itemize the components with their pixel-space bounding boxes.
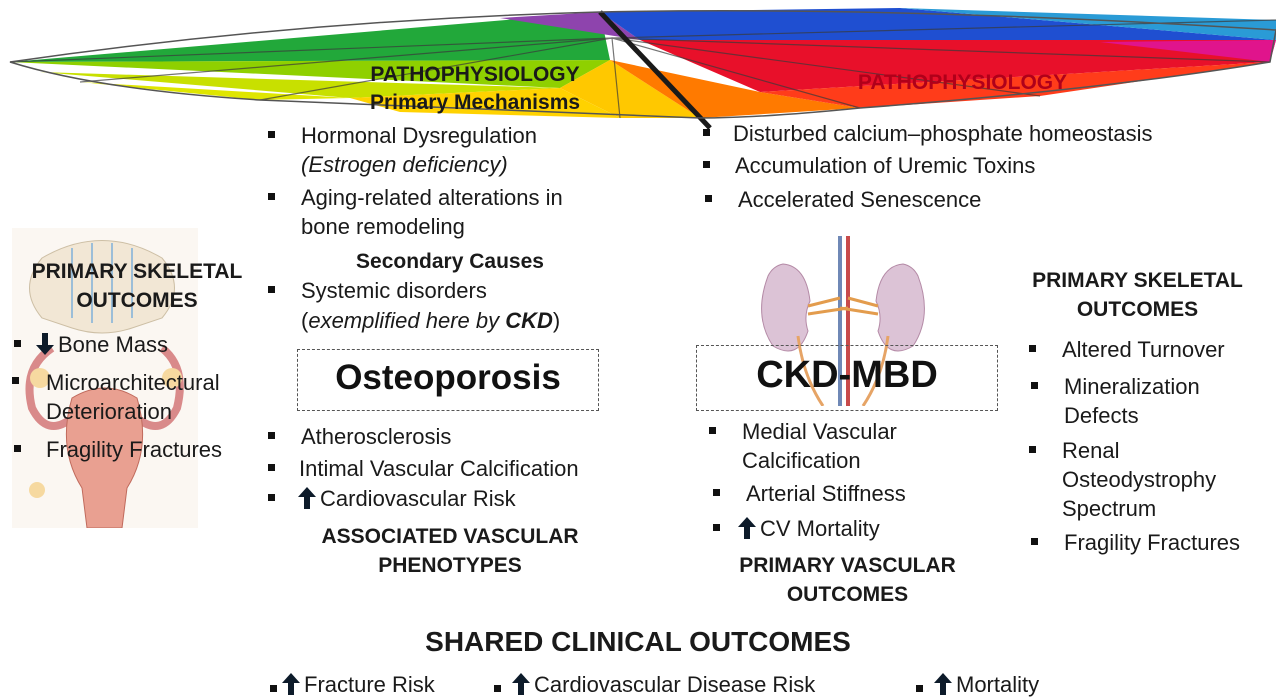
outcome-defects: Defects bbox=[1064, 401, 1139, 430]
secondary-systemic-sub: (exemplified here by CKD) bbox=[301, 306, 560, 335]
mechanism-hormonal: Hormonal Dysregulation bbox=[301, 121, 537, 150]
mechanism-calcium-phosphate: Disturbed calcium–phosphate homeostasis bbox=[733, 119, 1152, 148]
shared-outcomes-title: SHARED CLINICAL OUTCOMES bbox=[350, 626, 926, 658]
secondary-causes-header: Secondary Causes bbox=[300, 249, 600, 274]
right-skeletal-header-2: OUTCOMES bbox=[1010, 297, 1265, 322]
vascular-arterial-stiffness: Arterial Stiffness bbox=[746, 479, 906, 508]
outcome-altered-turnover: Altered Turnover bbox=[1062, 335, 1225, 364]
bullet bbox=[12, 377, 19, 384]
shared-fracture-risk: Fracture Risk bbox=[282, 670, 435, 699]
right-skeletal-header-1: PRIMARY SKELETAL bbox=[1010, 268, 1265, 293]
vascular-cv-mortality: CV Mortality bbox=[738, 514, 880, 543]
arrow-up-icon bbox=[934, 673, 952, 695]
bullet bbox=[14, 445, 21, 452]
vascular-intimal: Intimal Vascular Calcification bbox=[299, 454, 579, 483]
arrow-up-icon bbox=[738, 517, 756, 539]
bullet bbox=[703, 129, 710, 136]
mechanism-senescence: Accelerated Senescence bbox=[738, 185, 981, 214]
outcome-microarchitectural: Microarchitectural bbox=[46, 368, 220, 397]
umbrella-canopy bbox=[0, 0, 1276, 135]
right-vascular-header-2: OUTCOMES bbox=[700, 582, 995, 607]
outcome-fragility-left: Fragility Fractures bbox=[46, 435, 222, 464]
bullet bbox=[713, 489, 720, 496]
mechanism-aging: Aging-related alterations in bbox=[301, 183, 563, 212]
bullet bbox=[494, 685, 501, 692]
bullet bbox=[268, 131, 275, 138]
outcome-fragility-right: Fragility Fractures bbox=[1064, 528, 1240, 557]
mechanism-uremic-toxins: Accumulation of Uremic Toxins bbox=[735, 151, 1035, 180]
shared-cvd-risk: Cardiovascular Disease Risk bbox=[512, 670, 815, 699]
bullet bbox=[14, 340, 21, 347]
bullet bbox=[270, 685, 277, 692]
vascular-cv-risk: Cardiovascular Risk bbox=[298, 484, 516, 513]
vascular-atherosclerosis: Atherosclerosis bbox=[301, 422, 451, 451]
vascular-calcification: Calcification bbox=[742, 446, 861, 475]
arrow-up-icon bbox=[282, 673, 300, 695]
left-vascular-header-1: ASSOCIATED VASCULAR bbox=[285, 524, 615, 549]
right-vascular-header-1: PRIMARY VASCULAR bbox=[700, 553, 995, 578]
mechanism-hormonal-sub: (Estrogen deficiency) bbox=[301, 150, 508, 179]
arrow-down-icon bbox=[36, 333, 54, 355]
vascular-medial: Medial Vascular bbox=[742, 417, 897, 446]
bullet bbox=[709, 427, 716, 434]
arrow-up-icon bbox=[512, 673, 530, 695]
osteoporosis-box: Osteoporosis bbox=[297, 349, 599, 411]
pathophysiology-left-title: PATHOPHYSIOLOGY bbox=[330, 62, 620, 87]
bullet bbox=[1029, 345, 1036, 352]
bullet bbox=[703, 161, 710, 168]
bullet bbox=[705, 195, 712, 202]
secondary-systemic: Systemic disorders bbox=[301, 276, 487, 305]
shared-mortality: Mortality bbox=[934, 670, 1039, 699]
bullet bbox=[268, 464, 275, 471]
outcome-bone-mass: Bone Mass bbox=[36, 330, 168, 359]
pathophysiology-right-title: PATHOPHYSIOLOGY bbox=[820, 70, 1105, 95]
outcome-renal: Renal bbox=[1062, 436, 1119, 465]
outcome-spectrum: Spectrum bbox=[1062, 494, 1156, 523]
bullet bbox=[268, 432, 275, 439]
left-vascular-header-2: PHENOTYPES bbox=[285, 553, 615, 578]
mechanism-aging-sub: bone remodeling bbox=[301, 212, 465, 241]
bullet bbox=[268, 193, 275, 200]
bullet bbox=[1031, 538, 1038, 545]
bullet bbox=[1031, 382, 1038, 389]
primary-mechanisms-title: Primary Mechanisms bbox=[330, 90, 620, 115]
bullet bbox=[916, 685, 923, 692]
outcome-mineralization: Mineralization bbox=[1064, 372, 1200, 401]
left-skeletal-header-2: OUTCOMES bbox=[12, 288, 262, 313]
bullet bbox=[268, 494, 275, 501]
bullet bbox=[713, 524, 720, 531]
ckd-mbd-box: CKD-MBD bbox=[696, 345, 998, 411]
outcome-deterioration: Deterioration bbox=[46, 397, 172, 426]
left-skeletal-header-1: PRIMARY SKELETAL bbox=[12, 259, 262, 284]
bullet bbox=[1029, 446, 1036, 453]
arrow-up-icon bbox=[298, 487, 316, 509]
bullet bbox=[268, 286, 275, 293]
outcome-osteodystrophy: Osteodystrophy bbox=[1062, 465, 1216, 494]
